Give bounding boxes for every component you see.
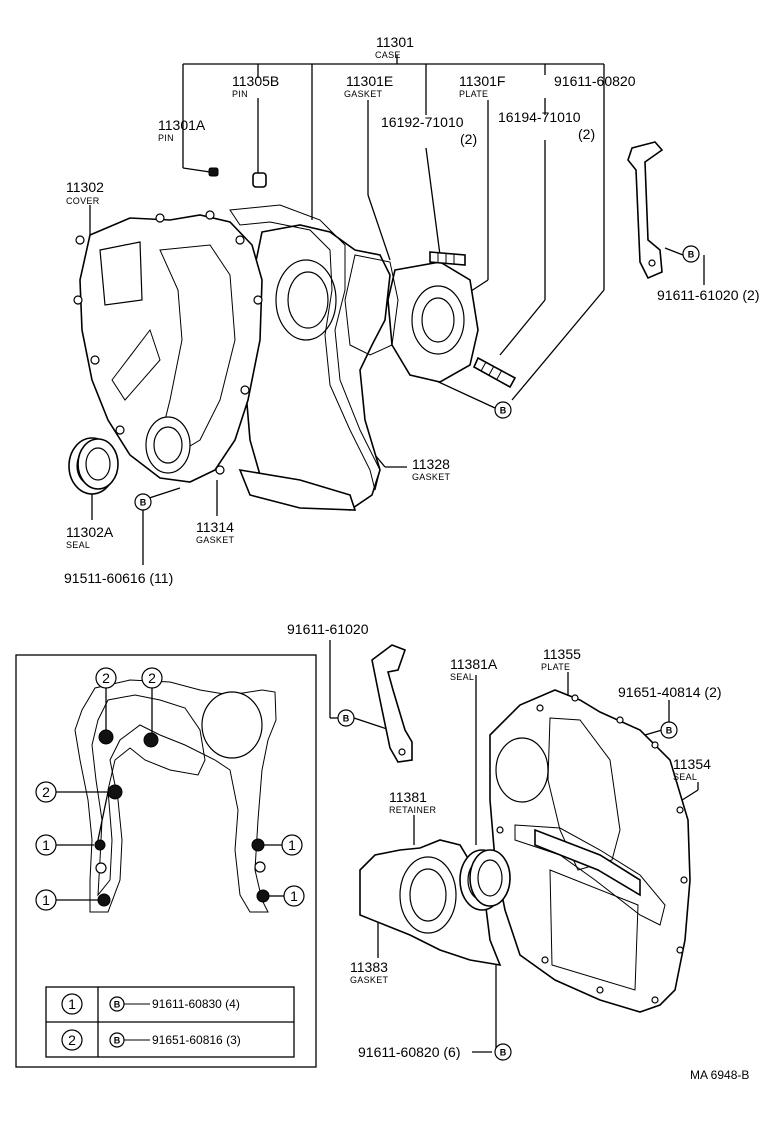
label-11381a-name: SEAL [450, 672, 474, 682]
label-11383-number: 11383 [350, 959, 388, 975]
label-11302a-name: SEAL [66, 540, 90, 550]
labels-top: 11301 CASE 11305B PIN 11301E GASKET 1130… [64, 34, 759, 586]
label-16194-qty: (2) [578, 126, 595, 142]
label-11301a-number: 11301A [158, 117, 206, 133]
bolt-symbol-bottom-2: B [660, 721, 678, 739]
svg-text:1: 1 [42, 837, 50, 853]
legend-row-1-part: 91611-60830 (4) [152, 997, 240, 1011]
label-11314-number: 11314 [196, 519, 234, 535]
callout-1-b: 1 [35, 889, 57, 911]
svg-text:2: 2 [102, 670, 110, 686]
callout-2-c: 2 [35, 781, 57, 803]
label-11301f-number: 11301F [459, 73, 505, 89]
label-91611-61020: 91611-61020 [287, 621, 369, 637]
svg-text:2: 2 [148, 670, 156, 686]
label-11328-number: 11328 [412, 456, 450, 472]
label-11355-name: PLATE [541, 662, 570, 672]
diagram-code: MA 6948-B [690, 1068, 749, 1082]
timing-cover-assembly [68, 141, 664, 511]
label-11355-number: 11355 [543, 646, 581, 662]
legend-row-2: 2 B 91651-60816 (3) [61, 1029, 241, 1051]
label-11305b-number: 11305B [232, 73, 279, 89]
label-11301a-name: PIN [158, 133, 174, 143]
label-11301e-number: 11301E [346, 73, 393, 89]
svg-text:B: B [500, 1048, 507, 1058]
label-11383-name: GASKET [350, 975, 389, 985]
label-91511-60616: 91511-60616 (11) [64, 570, 173, 586]
label-11314-name: GASKET [196, 535, 235, 545]
bolt-symbol-bottom-3: B [494, 1043, 512, 1061]
legend-row-1: 1 B 91611-60830 (4) [61, 993, 240, 1015]
label-11381a-number: 11381A [450, 656, 498, 672]
bolt-symbol-bottom-1: B [337, 709, 355, 727]
svg-text:B: B [343, 714, 350, 724]
legend-row-2-index: 2 [68, 1032, 76, 1048]
label-11301-name: CASE [375, 50, 401, 60]
legend-row-1-index: 1 [68, 996, 76, 1012]
callout-1-a: 1 [35, 834, 57, 856]
legend-row-2-symbol: B [114, 1036, 121, 1046]
svg-text:1: 1 [42, 892, 50, 908]
label-11305b-name: PIN [232, 89, 248, 99]
label-11354-number: 11354 [673, 756, 711, 772]
label-11301-number: 11301 [376, 34, 414, 50]
label-11354-name: SEAL [673, 772, 697, 782]
label-11302-number: 11302 [66, 179, 104, 195]
label-16192-number: 16192-71010 [381, 114, 464, 130]
label-11381-number: 11381 [389, 789, 427, 805]
legend-row-1-symbol: B [114, 1000, 121, 1010]
labels-bottom: 91611-61020 11355 PLATE 11381A SEAL 9165… [287, 621, 749, 1082]
label-11328-name: GASKET [412, 472, 451, 482]
label-16194-number: 16194-71010 [498, 109, 581, 125]
callout-1-c: 1 [281, 834, 303, 856]
bolt-legend-table [45, 986, 295, 1058]
svg-text:B: B [688, 250, 695, 260]
bolt-symbol-top-3: B [134, 493, 152, 511]
label-11301f-name: PLATE [459, 89, 488, 99]
callout-2-a: 2 [95, 667, 117, 689]
label-11301e-name: GASKET [344, 89, 383, 99]
svg-text:B: B [140, 498, 147, 508]
svg-text:1: 1 [288, 837, 296, 853]
label-91611-60820-top: 91611-60820 [554, 73, 636, 89]
svg-text:1: 1 [290, 888, 298, 904]
label-11381-name: RETAINER [389, 805, 436, 815]
label-91651-40814: 91651-40814 (2) [618, 684, 722, 700]
label-91611-61020-2: 91611-61020 (2) [657, 287, 759, 303]
svg-text:B: B [666, 726, 673, 736]
leader-lines-top [89, 55, 705, 565]
label-11302-name: COVER [66, 196, 100, 206]
label-16192-qty: (2) [460, 131, 477, 147]
legend-row-2-part: 91651-60816 (3) [152, 1033, 241, 1047]
label-11302a-number: 11302A [66, 524, 114, 540]
bolt-symbol-top-1: B [682, 245, 700, 263]
label-91611-60820-6: 91611-60820 (6) [358, 1044, 460, 1060]
svg-text:B: B [500, 406, 507, 416]
callout-1-d: 1 [283, 885, 305, 907]
bolt-location-inset [15, 654, 317, 1068]
bolt-symbol-top-2: B [494, 401, 512, 419]
rear-plate-assembly [329, 640, 699, 1053]
callout-2-b: 2 [141, 667, 163, 689]
svg-text:2: 2 [42, 784, 50, 800]
